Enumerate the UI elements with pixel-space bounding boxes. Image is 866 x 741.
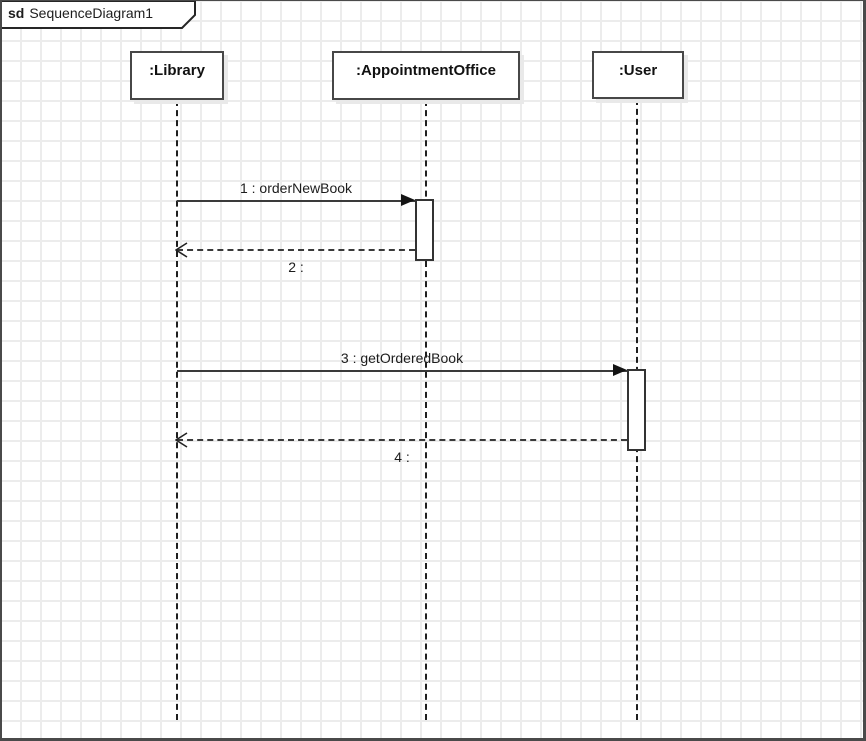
message-order-new-book[interactable]: 1 : orderNewBook	[177, 179, 415, 206]
lifeline-head-user[interactable]: :User	[592, 51, 684, 99]
frame-title: SequenceDiagram1	[29, 5, 154, 21]
lifeline-line-appointment-office[interactable]	[425, 100, 427, 720]
message-return-2[interactable]: 2 :	[174, 242, 415, 275]
message-line	[177, 439, 627, 441]
return-arrowhead-icon	[174, 432, 189, 453]
lifeline-head-library[interactable]: :Library	[130, 51, 224, 100]
message-label: 4 :	[394, 449, 410, 465]
frame-tab-shape	[2, 1, 196, 29]
message-label: 2 :	[288, 259, 304, 275]
message-line	[177, 200, 415, 202]
lifeline-label-appointment-office: :AppointmentOffice	[356, 62, 496, 79]
lifeline-head-appointment-office[interactable]: :AppointmentOffice	[332, 51, 520, 100]
sync-arrowhead-icon	[401, 194, 415, 206]
message-line	[177, 249, 415, 251]
lifeline-label-library: :Library	[149, 62, 205, 79]
message-line	[177, 370, 627, 372]
message-return-4[interactable]: 4 :	[174, 432, 627, 465]
return-arrowhead-icon	[174, 242, 189, 263]
lifeline-label-user: :User	[618, 62, 658, 79]
message-label: 3 : getOrderedBook	[340, 350, 464, 366]
activation-bar-appointment-office[interactable]	[415, 199, 434, 261]
frame-keyword: sd	[8, 5, 25, 21]
lifeline-line-library[interactable]	[176, 100, 178, 720]
sync-arrowhead-icon	[613, 364, 627, 376]
message-get-ordered-book[interactable]: 3 : getOrderedBook	[177, 349, 627, 376]
message-label: 1 : orderNewBook	[239, 180, 353, 196]
activation-bar-user[interactable]	[627, 369, 646, 451]
